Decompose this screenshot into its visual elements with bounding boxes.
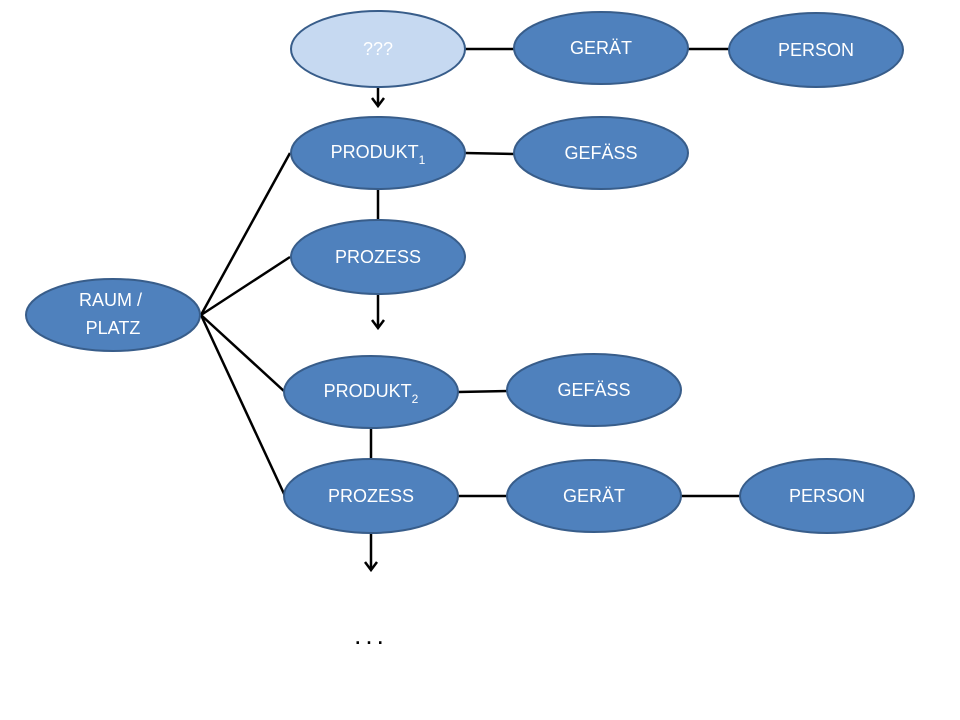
node-raum-platz[interactable]: RAUM / PLATZ <box>25 278 201 352</box>
edge-raum-produkt2 <box>200 314 286 393</box>
continuation-ellipsis: ... <box>354 620 388 650</box>
node-person-top-shape <box>728 12 904 88</box>
edges <box>199 47 741 573</box>
node-person-bottom[interactable]: PERSON <box>739 458 915 534</box>
node-geraet-top[interactable]: GERÄT <box>513 11 689 85</box>
arrowhead-2 <box>371 319 385 331</box>
node-person-bottom-shape <box>739 458 915 534</box>
node-gefaess1-label: GEFÄSS <box>564 143 637 163</box>
node-produkt1-label: PRODUKT1 <box>331 142 426 167</box>
node-unknown-shape <box>290 10 466 88</box>
node-prozess1[interactable]: PROZESS <box>290 219 466 295</box>
node-unknown[interactable]: ??? <box>290 10 466 88</box>
node-prozess1-label: PROZESS <box>335 247 421 267</box>
node-geraet-bottom-label: GERÄT <box>563 486 625 506</box>
node-person-bottom-label: PERSON <box>789 486 865 506</box>
node-prozess2[interactable]: PROZESS <box>283 458 459 534</box>
node-gefaess2-label: GEFÄSS <box>557 380 630 400</box>
node-prozess1-shape <box>290 219 466 295</box>
node-produkt2-shape <box>283 355 459 429</box>
node-geraet-bottom[interactable]: GERÄT <box>506 459 682 533</box>
node-produkt2[interactable]: PRODUKT2 <box>283 355 459 429</box>
node-produkt1[interactable]: PRODUKT1 <box>290 116 466 190</box>
node-prozess2-shape <box>283 458 459 534</box>
node-produkt1-main: PRODUKT <box>331 142 419 162</box>
node-produkt2-main: PRODUKT <box>324 381 412 401</box>
edge-produkt1-gefaess1 <box>464 151 516 156</box>
edge-raum-produkt1 <box>199 152 292 316</box>
edge-raum-prozess2 <box>199 314 287 497</box>
node-produkt1-subscript: 1 <box>419 153 426 167</box>
node-geraet-top-shape <box>513 11 689 85</box>
node-geraet-top-label: GERÄT <box>570 38 632 58</box>
node-geraet-bottom-shape <box>506 459 682 533</box>
node-person-top[interactable]: PERSON <box>728 12 904 88</box>
arrowhead-3 <box>364 561 378 573</box>
node-produkt2-subscript: 2 <box>412 392 419 406</box>
node-prozess2-label: PROZESS <box>328 486 414 506</box>
arrowhead-1 <box>371 97 385 109</box>
node-gefaess1-shape <box>513 116 689 190</box>
node-raum-line1: RAUM / <box>79 290 142 310</box>
node-produkt2-label: PRODUKT2 <box>324 381 419 406</box>
node-raum-line2: PLATZ <box>86 318 141 338</box>
edge-produkt2-gefaess2 <box>457 389 509 394</box>
edge-raum-prozess1 <box>200 255 291 317</box>
node-raum-platz-label: RAUM / PLATZ <box>79 290 147 338</box>
node-gefaess1[interactable]: GEFÄSS <box>513 116 689 190</box>
node-gefaess2-shape <box>506 353 682 427</box>
node-produkt1-shape <box>290 116 466 190</box>
node-unknown-label: ??? <box>363 39 393 59</box>
node-person-top-label: PERSON <box>778 40 854 60</box>
node-raum-platz-shape <box>25 278 201 352</box>
node-gefaess2[interactable]: GEFÄSS <box>506 353 682 427</box>
